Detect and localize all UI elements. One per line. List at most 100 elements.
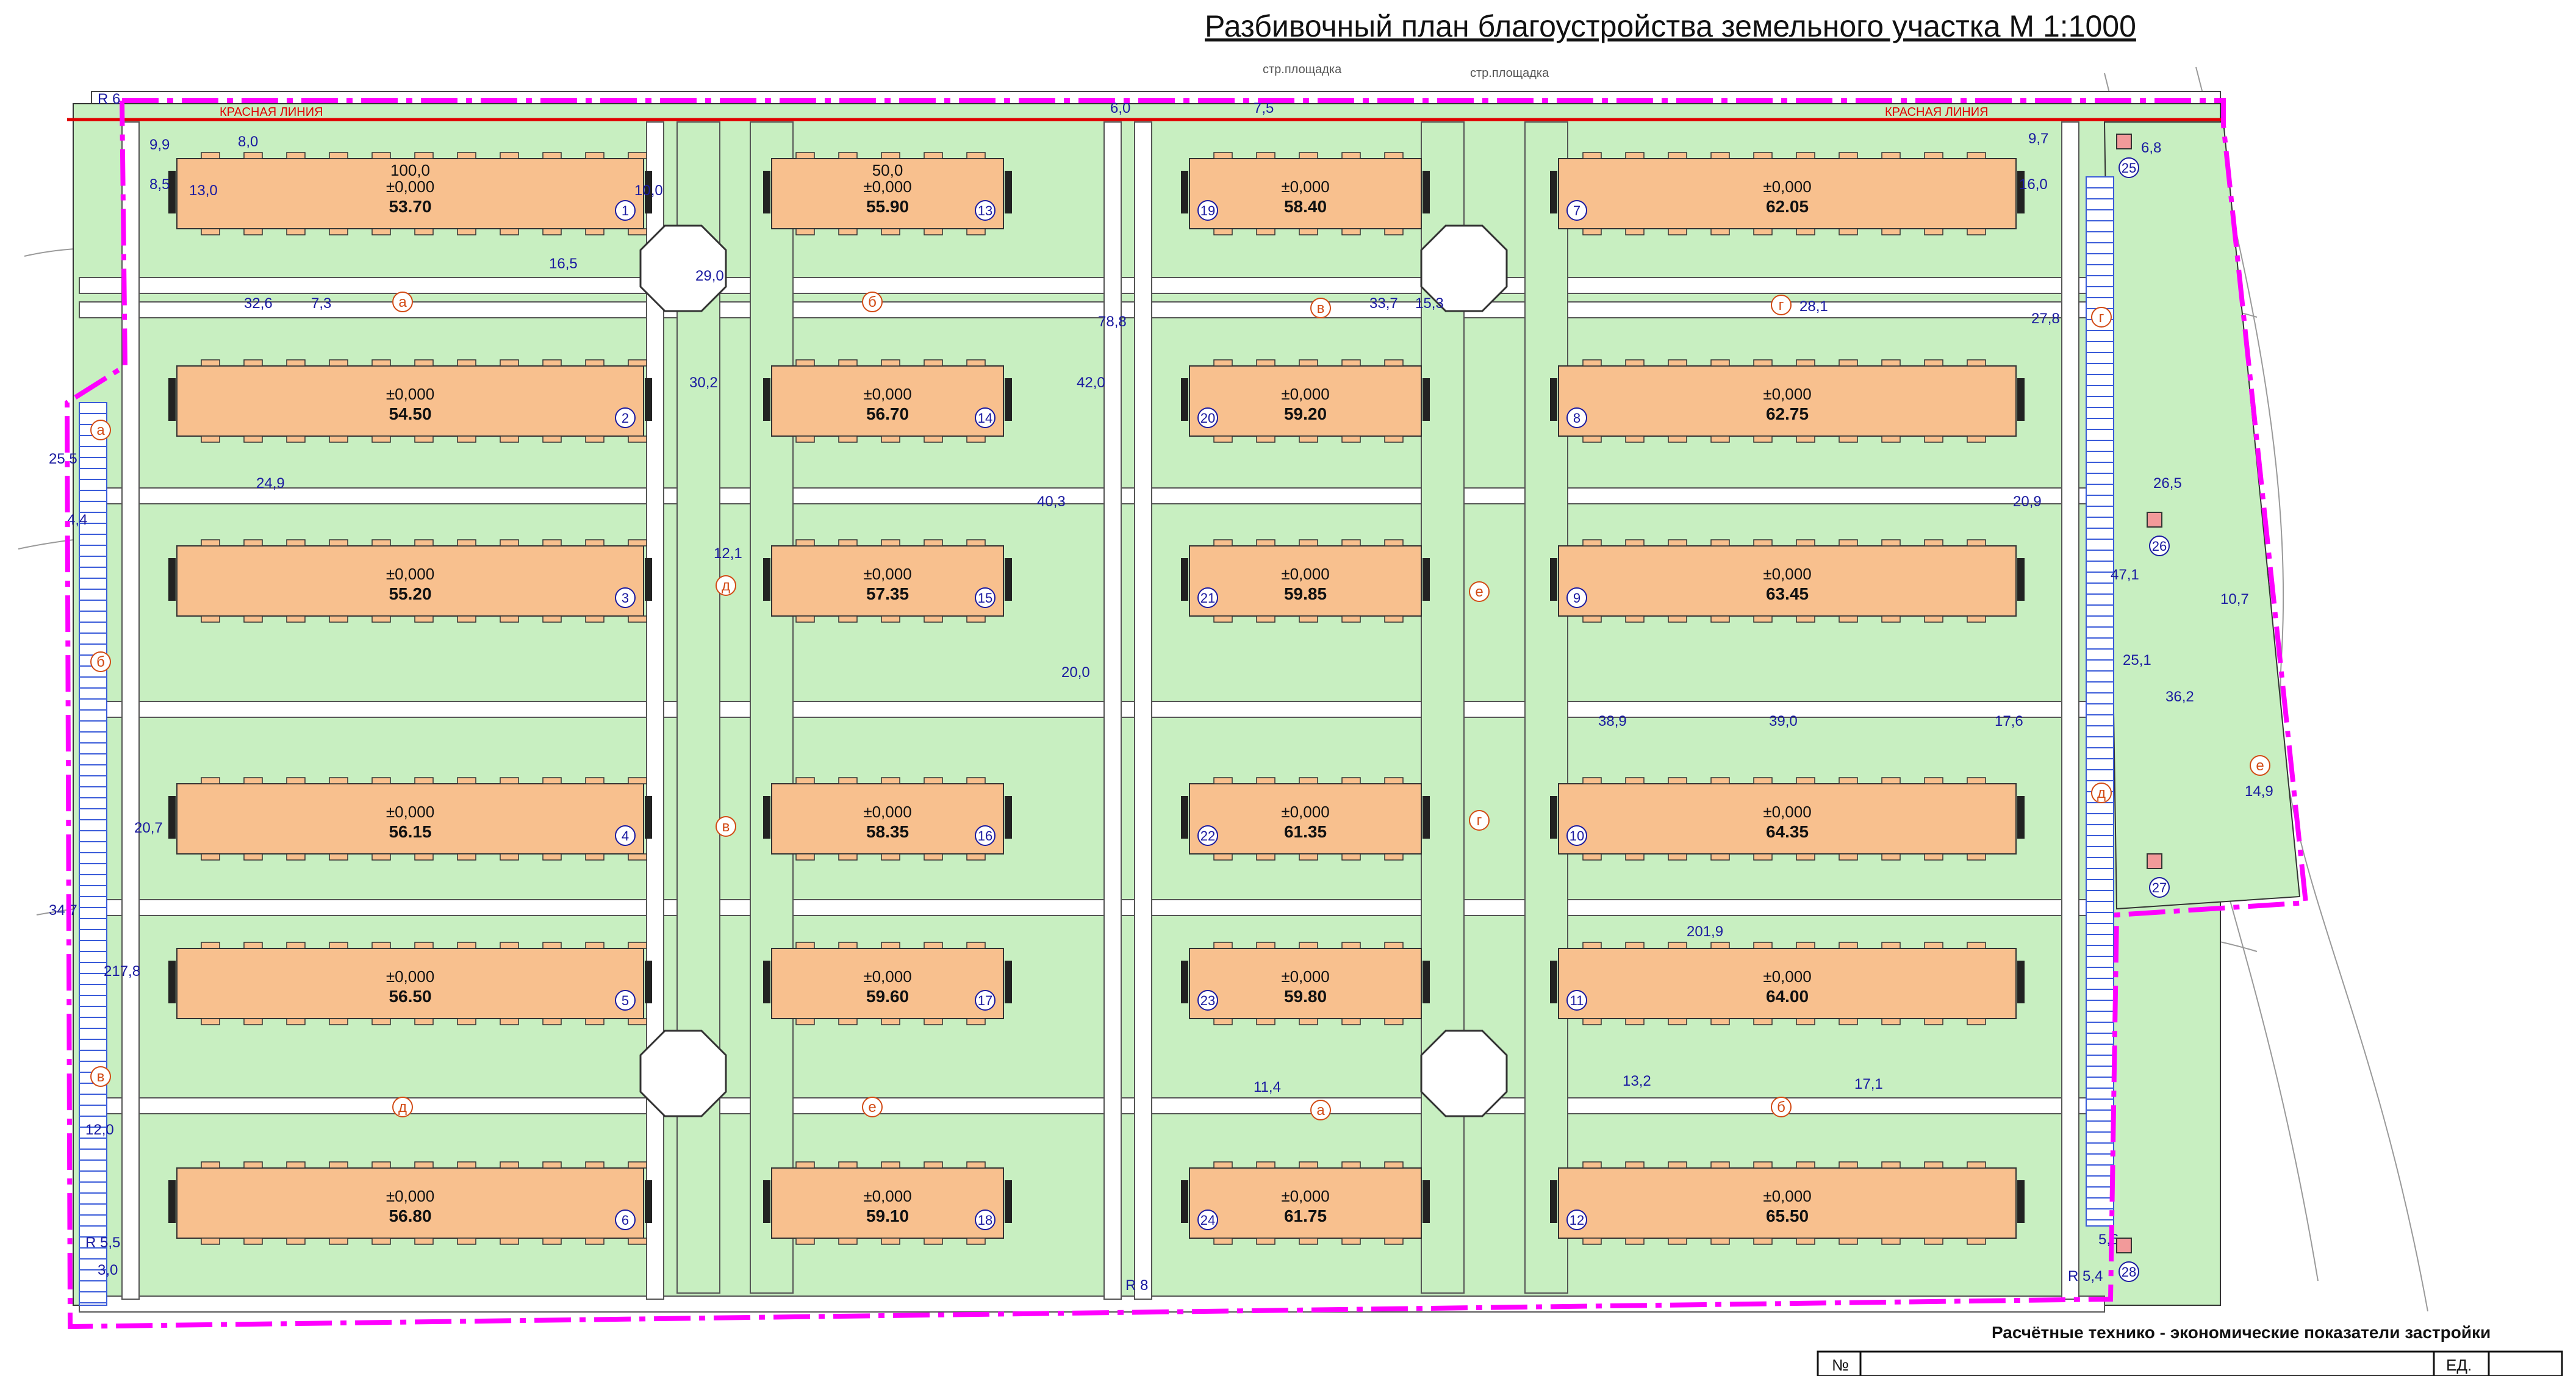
building-elevation-label: 56.80	[389, 1206, 431, 1225]
site-tag-a: a	[90, 420, 111, 440]
building-level-label: ±0,000	[386, 565, 434, 583]
tep-table-frame	[1817, 1350, 2563, 1376]
dimension-label: 12,1	[714, 545, 742, 562]
dimension-label: 30,2	[689, 374, 718, 391]
building-number: 11	[1570, 993, 1584, 1008]
parking-strips	[79, 176, 2114, 1306]
site-tag-е: е	[862, 1097, 883, 1117]
site-tag-в: в	[716, 816, 736, 837]
svg-text:б: б	[96, 654, 105, 670]
site-tag-д: д	[392, 1097, 413, 1117]
building-number-circle	[975, 990, 996, 1011]
building-elevation-label: 59.20	[1284, 404, 1327, 423]
building-level-label: ±0,000	[863, 803, 911, 821]
street-label: стр.площадка	[1263, 63, 1342, 76]
dimension-label: 34,7	[49, 902, 77, 919]
building-length-label: 100,0	[390, 161, 430, 179]
dimension-label: 10,0	[634, 182, 663, 199]
building-number: 1	[622, 203, 629, 218]
building-level-label: ±0,000	[863, 385, 911, 403]
playground-1	[1420, 224, 1508, 312]
corner-structure-28: 28	[2116, 1238, 2139, 1282]
building-level-label: ±0,000	[1281, 1187, 1329, 1205]
building-number-circle	[1197, 407, 1218, 428]
site-tag-е: е	[2250, 755, 2270, 776]
svg-text:г: г	[1779, 297, 1784, 314]
dimension-label: 24,9	[256, 475, 285, 492]
building-elevation-label: 59.10	[866, 1206, 909, 1225]
building-number: 23	[1200, 993, 1215, 1008]
site-tag-б: б	[862, 292, 883, 312]
building-level-label: ±0,000	[863, 967, 911, 986]
building-level-label: ±0,000	[1281, 385, 1329, 403]
road-h-0	[79, 277, 2105, 294]
building-elevation-label: 64.35	[1766, 822, 1809, 841]
dimension-label: 9,9	[149, 137, 170, 153]
dimension-label: 33,7	[1369, 295, 1398, 312]
svg-text:б: б	[868, 294, 877, 310]
building-level-label: ±0,000	[1281, 565, 1329, 583]
dimension-label: 16,0	[2019, 176, 2048, 193]
dimension-label: R 5,5	[85, 1234, 120, 1251]
building-elevation-label: 54.50	[389, 404, 431, 423]
building-level-label: ±0,000	[1763, 967, 1811, 986]
site-tag-е: е	[1469, 581, 1490, 602]
building-elevation-label: 59.60	[866, 987, 909, 1006]
building-number-circle	[615, 407, 636, 428]
building-elevation-label: 62.05	[1766, 197, 1809, 216]
building-number: 4	[622, 828, 629, 844]
building-number: 14	[978, 410, 992, 426]
dimension-label: 17,6	[1995, 713, 2023, 729]
building-level-label: ±0,000	[863, 565, 911, 583]
svg-text:в: в	[722, 819, 730, 835]
road-h-4	[79, 899, 2105, 916]
road-h-3	[79, 701, 2105, 718]
building-elevation-label: 53.70	[389, 197, 431, 216]
red-line-label-left: КРАСНАЯ ЛИНИЯ	[220, 106, 323, 119]
playground-0	[639, 224, 727, 312]
corner-structure-27: 27	[2147, 853, 2170, 898]
building-number-circle	[615, 990, 636, 1011]
building-elevation-label: 58.35	[866, 822, 909, 841]
building-level-label: ±0,000	[1763, 565, 1811, 583]
svg-text:a: a	[398, 294, 407, 310]
building-level-label: ±0,000	[1763, 385, 1811, 403]
dimension-label: 12,0	[85, 1122, 114, 1138]
building-number: 6	[622, 1213, 629, 1228]
dimension-label: 20,7	[134, 820, 163, 836]
building-number: 19	[1200, 203, 1215, 218]
parking-strip-1	[2086, 176, 2114, 1227]
dimension-label: 217,8	[104, 963, 140, 980]
svg-text:д: д	[722, 578, 730, 594]
site-tag-б: б	[90, 651, 111, 672]
building-elevation-label: 65.50	[1766, 1206, 1809, 1225]
svg-text:г: г	[1477, 812, 1482, 829]
